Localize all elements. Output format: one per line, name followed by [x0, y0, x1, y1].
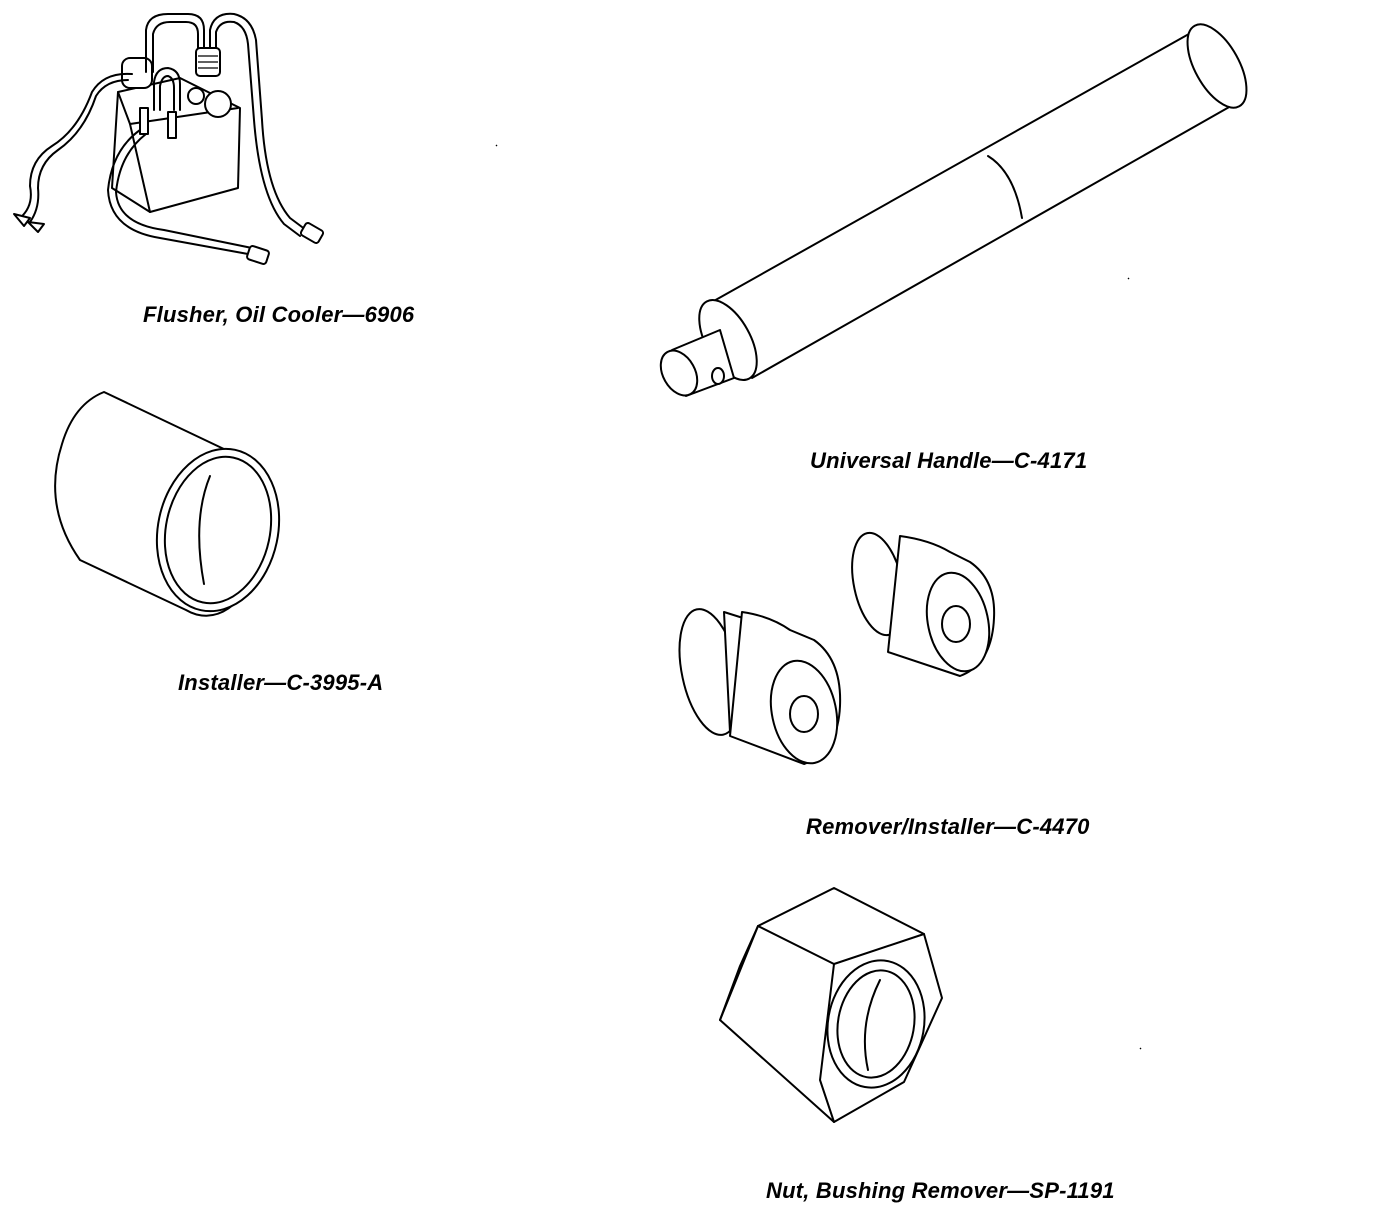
- caption-bushing-remover-nut: Nut, Bushing Remover—SP-1191: [766, 1178, 1115, 1203]
- bushing-remover-nut-illustration: [719, 887, 1142, 1123]
- oil-cooler-flusher-illustration: [13, 12, 325, 265]
- installer-sleeve-illustration: [54, 391, 281, 617]
- universal-handle-illustration: [495, 23, 1248, 397]
- remover-installer-illustration: [678, 531, 996, 765]
- caption-installer: Installer—C-3995-A: [178, 670, 384, 695]
- caption-universal-handle: Universal Handle—C-4171: [810, 448, 1088, 473]
- caption-oil-cooler-flusher: Flusher, Oil Cooler—6906: [143, 302, 415, 327]
- caption-remover-installer: Remover/Installer—C-4470: [806, 814, 1090, 839]
